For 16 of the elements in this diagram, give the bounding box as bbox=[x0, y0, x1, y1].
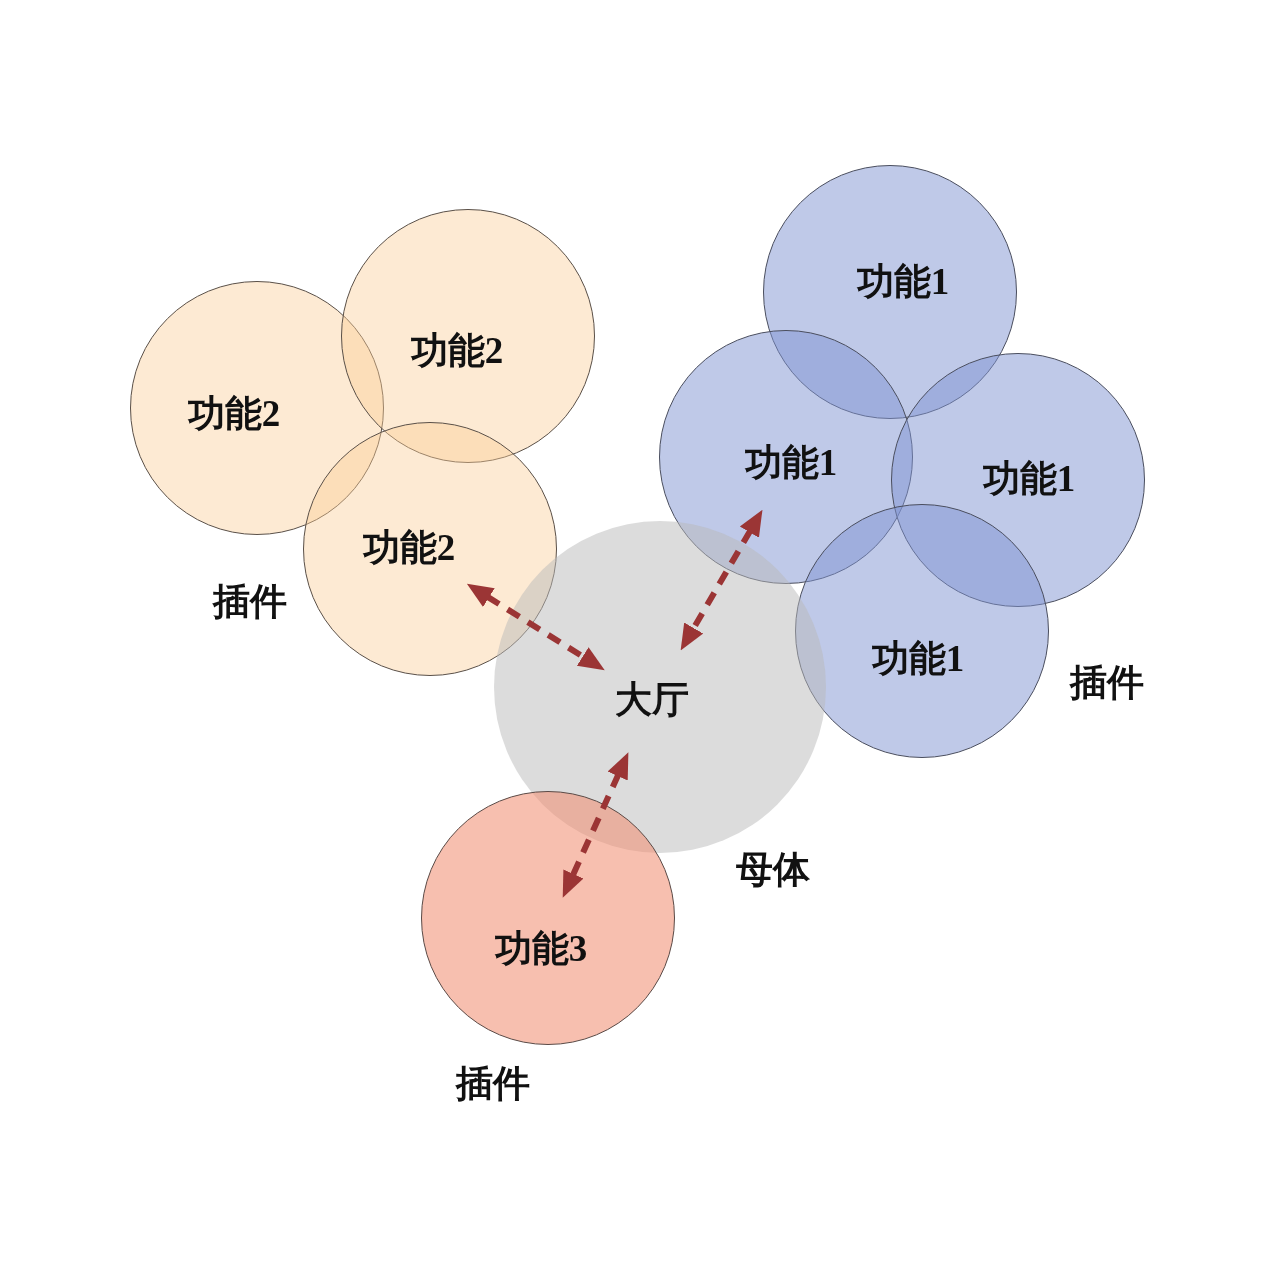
bubble-label: 功能2 bbox=[362, 527, 456, 569]
dashed-arrow bbox=[680, 509, 763, 651]
group-label: 插件 bbox=[1070, 662, 1144, 704]
bubble-label: 功能2 bbox=[187, 393, 281, 435]
bubble-label: 功能1 bbox=[871, 638, 965, 680]
bubble-label: 大厅 bbox=[615, 679, 689, 721]
group-label: 插件 bbox=[213, 581, 287, 623]
bubble-label: 功能1 bbox=[744, 442, 838, 484]
bubble-label: 功能1 bbox=[982, 458, 1076, 500]
bubble-label: 功能2 bbox=[410, 330, 504, 372]
bubble-label: 功能1 bbox=[856, 261, 950, 303]
bubble-caption: 插件 bbox=[456, 1063, 530, 1105]
bubble-caption: 母体 bbox=[736, 849, 810, 891]
bubble-label: 功能3 bbox=[494, 928, 588, 970]
dashed-arrow bbox=[562, 752, 629, 898]
dashed-arrow bbox=[466, 583, 605, 671]
